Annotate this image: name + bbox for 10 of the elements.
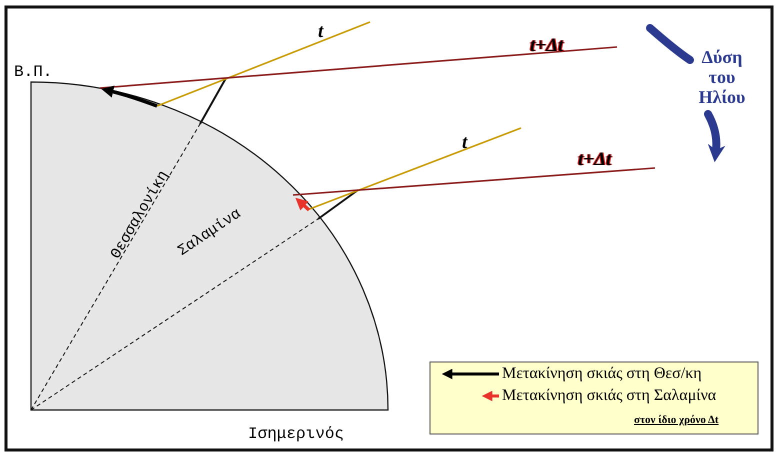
legend-text: Μετακίνηση σκιάς στη Θεσ/κη xyxy=(502,365,702,383)
legend-note: στον ίδιο χρόνο Δt xyxy=(634,414,719,426)
time-label: t+Δt xyxy=(578,150,612,171)
time-label: t xyxy=(318,22,324,43)
pole-label: Β.Π. xyxy=(14,64,52,82)
legend-text: Μετακίνηση σκιάς στη Σαλαμίνα xyxy=(502,387,716,405)
equator-label: Ισημερινός xyxy=(248,426,344,444)
sunset-label: Δύση του Ηλίου xyxy=(698,48,746,108)
time-label: t+Δt xyxy=(530,36,564,57)
time-label: t xyxy=(462,133,468,154)
